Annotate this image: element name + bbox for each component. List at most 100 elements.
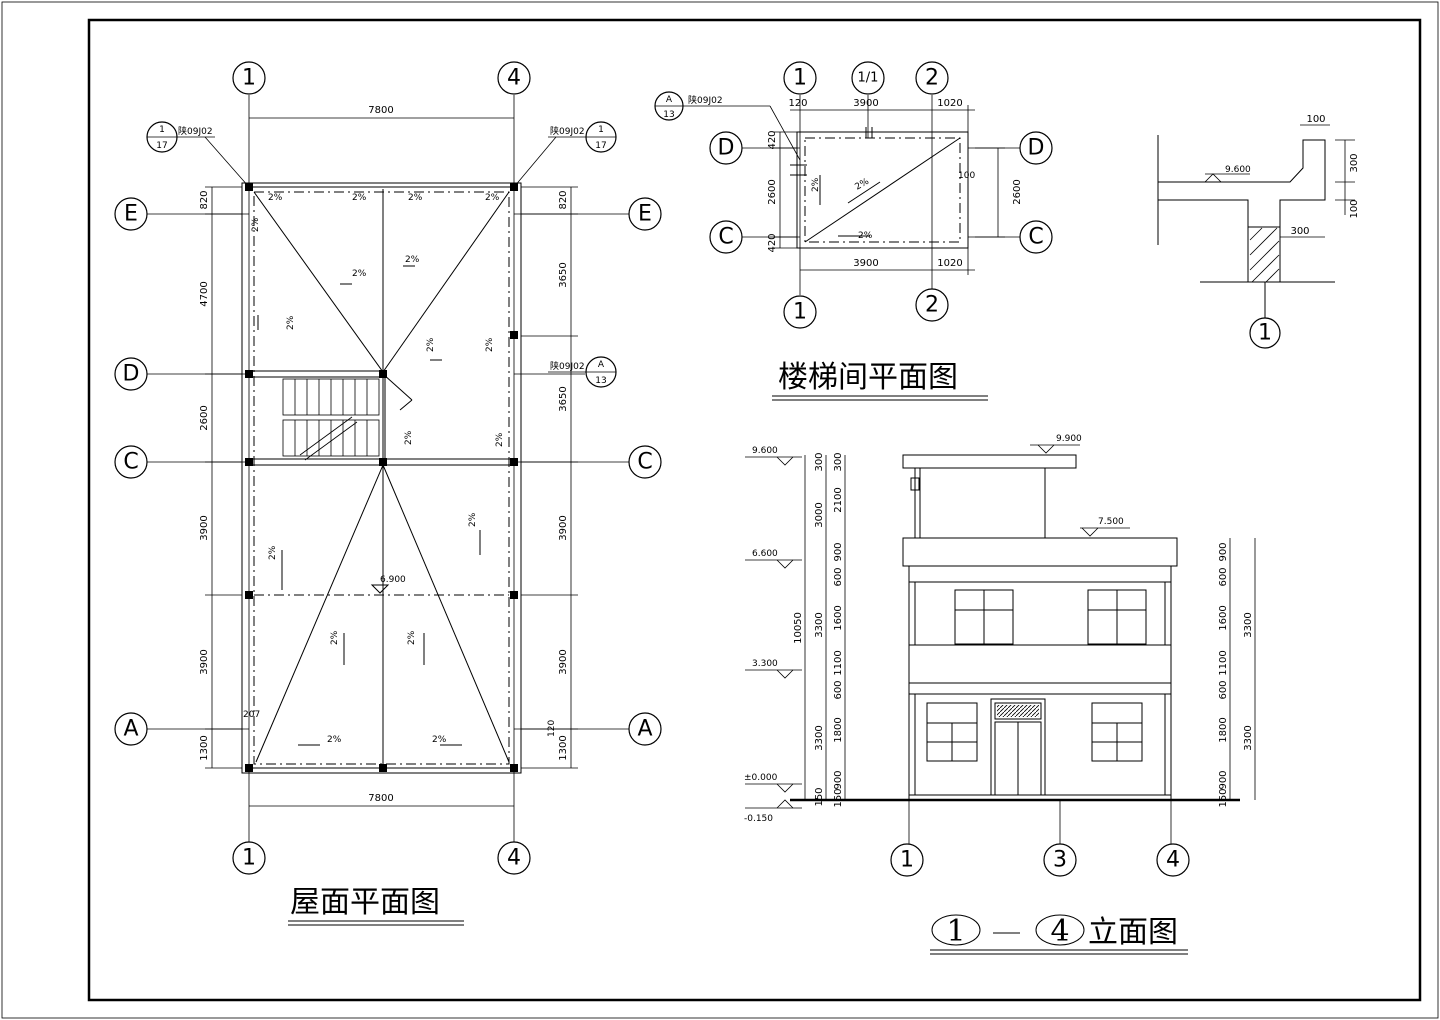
svg-text:300: 300 xyxy=(814,452,825,471)
svg-text:3900: 3900 xyxy=(853,258,878,269)
svg-text:1100: 1100 xyxy=(833,650,844,675)
svg-text:A: A xyxy=(123,717,138,742)
svg-text:3900: 3900 xyxy=(558,515,569,540)
svg-text:A: A xyxy=(637,717,652,742)
svg-text:2%: 2% xyxy=(327,735,342,745)
svg-text:17: 17 xyxy=(595,141,606,151)
svg-text:2%: 2% xyxy=(468,512,478,527)
svg-text:100: 100 xyxy=(958,171,975,181)
svg-text:2%: 2% xyxy=(330,630,340,645)
svg-text:3900: 3900 xyxy=(199,515,210,540)
svg-text:2%: 2% xyxy=(432,735,447,745)
svg-text:E: E xyxy=(638,202,652,227)
svg-text:9.600: 9.600 xyxy=(752,446,778,456)
svg-text:陕09J02: 陕09J02 xyxy=(178,125,213,137)
roof-plan-title: 屋面平面图 xyxy=(290,885,440,920)
svg-text:600: 600 xyxy=(1218,680,1229,699)
svg-text:2%: 2% xyxy=(268,545,278,560)
svg-text:3900: 3900 xyxy=(853,98,878,109)
svg-text:1300: 1300 xyxy=(199,735,210,760)
svg-text:300: 300 xyxy=(1290,226,1309,237)
stair-plan-title: 楼梯间平面图 xyxy=(778,360,958,395)
svg-text:2600: 2600 xyxy=(199,405,210,430)
inner-frame xyxy=(87,18,1422,1002)
svg-text:1020: 1020 xyxy=(937,258,962,269)
svg-text:3300: 3300 xyxy=(1243,612,1254,637)
svg-text:3300: 3300 xyxy=(1243,725,1254,750)
elevation: 1 3 4 9.600 6.600 3.300 ±0.000 -0.150 9.… xyxy=(744,434,1256,955)
svg-text:13: 13 xyxy=(663,110,674,120)
svg-text:120: 120 xyxy=(788,98,807,109)
svg-text:600: 600 xyxy=(833,680,844,699)
svg-text:4: 4 xyxy=(1050,914,1069,949)
svg-text:1/1: 1/1 xyxy=(858,71,879,86)
svg-text:207: 207 xyxy=(243,710,260,720)
svg-text:2%: 2% xyxy=(251,217,261,232)
svg-text:3900: 3900 xyxy=(199,649,210,674)
svg-text:100: 100 xyxy=(1306,114,1325,125)
svg-text:C: C xyxy=(1028,225,1043,250)
svg-text:A: A xyxy=(666,95,673,105)
svg-text:2: 2 xyxy=(925,66,939,91)
svg-text:A: A xyxy=(598,360,605,370)
svg-text:2%: 2% xyxy=(854,177,872,193)
svg-text:900: 900 xyxy=(1218,542,1229,561)
svg-text:120: 120 xyxy=(547,720,557,737)
svg-text:立面图: 立面图 xyxy=(1088,915,1178,950)
svg-text:2%: 2% xyxy=(352,269,367,279)
svg-text:陕09J02: 陕09J02 xyxy=(688,94,723,106)
svg-text:1: 1 xyxy=(598,125,604,135)
svg-text:7800: 7800 xyxy=(368,105,393,116)
svg-text:2%: 2% xyxy=(405,255,420,265)
svg-text:1100: 1100 xyxy=(1218,650,1229,675)
svg-text:1: 1 xyxy=(1258,321,1272,346)
svg-text:C: C xyxy=(718,225,733,250)
roof-axis-bubbles: 1 4 1 4 E D C A E C A xyxy=(114,61,662,875)
svg-text:3650: 3650 xyxy=(558,386,569,411)
svg-text:D: D xyxy=(123,362,140,387)
svg-text:9.600: 9.600 xyxy=(1225,165,1251,175)
svg-text:2: 2 xyxy=(925,293,939,318)
svg-text:900: 900 xyxy=(833,770,844,789)
svg-text:1: 1 xyxy=(900,848,914,873)
svg-text:3300: 3300 xyxy=(814,725,825,750)
svg-text:C: C xyxy=(637,450,652,475)
svg-text:2%: 2% xyxy=(495,432,505,447)
svg-text:3.300: 3.300 xyxy=(752,659,778,669)
svg-text:E: E xyxy=(124,202,138,227)
svg-text:420: 420 xyxy=(767,233,778,252)
svg-text:9.900: 9.900 xyxy=(1056,434,1082,444)
svg-text:600: 600 xyxy=(833,567,844,586)
svg-text:1: 1 xyxy=(793,300,807,325)
svg-text:820: 820 xyxy=(558,190,569,209)
svg-text:1: 1 xyxy=(159,125,165,135)
svg-text:4: 4 xyxy=(1166,848,1180,873)
roof-detail-refs: 1 17 陕09J02 1 17 陕09J02 A 13 陕09J02 xyxy=(146,121,617,388)
svg-text:17: 17 xyxy=(156,141,167,151)
svg-text:1800: 1800 xyxy=(1218,717,1229,742)
svg-text:1600: 1600 xyxy=(833,605,844,630)
svg-text:1800: 1800 xyxy=(833,717,844,742)
svg-text:420: 420 xyxy=(767,130,778,149)
svg-text:4700: 4700 xyxy=(199,281,210,306)
svg-text:陕09J02: 陕09J02 xyxy=(550,360,585,372)
svg-text:900: 900 xyxy=(1218,770,1229,789)
svg-text:2100: 2100 xyxy=(833,487,844,512)
svg-text:D: D xyxy=(718,136,735,161)
svg-text:2%: 2% xyxy=(286,315,296,330)
svg-text:D: D xyxy=(1028,136,1045,161)
svg-text:100: 100 xyxy=(1349,199,1360,218)
svg-text:4: 4 xyxy=(507,66,521,91)
svg-text:2600: 2600 xyxy=(767,179,778,204)
svg-text:4: 4 xyxy=(507,846,521,871)
svg-text:2%: 2% xyxy=(485,193,500,203)
svg-text:1020: 1020 xyxy=(937,98,962,109)
svg-text:2%: 2% xyxy=(858,231,873,241)
svg-text:3000: 3000 xyxy=(814,502,825,527)
stair-plan: 2% 2% 2% 100 120 3900 1020 3900 1020 420… xyxy=(654,61,1053,401)
svg-text:7800: 7800 xyxy=(368,793,393,804)
svg-text:1300: 1300 xyxy=(558,735,569,760)
svg-text:陕09J02: 陕09J02 xyxy=(550,125,585,137)
